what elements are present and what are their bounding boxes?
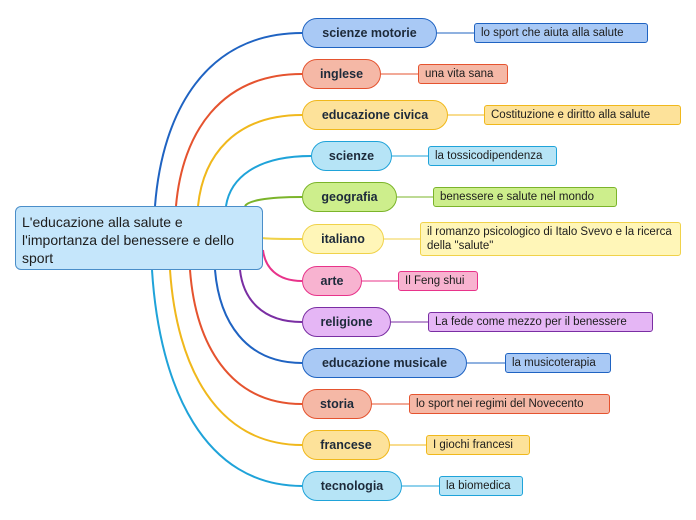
subject-node[interactable]: geografia	[302, 182, 397, 212]
note-node[interactable]: una vita sana	[418, 64, 508, 84]
connector-12	[151, 269, 303, 487]
note-node[interactable]: la biomedica	[439, 476, 523, 496]
note-node[interactable]: la musicoterapia	[505, 353, 611, 373]
note-node[interactable]: La fede come mezzo per il benessere	[428, 312, 653, 332]
note-node[interactable]: la tossicodipendenza	[428, 146, 557, 166]
note-node[interactable]: il romanzo psicologico di Italo Svevo e …	[420, 222, 681, 256]
connector-3	[197, 114, 303, 207]
note-node[interactable]: benessere e salute nel mondo	[433, 187, 617, 207]
note-node[interactable]: Costituzione e diritto alla salute	[484, 105, 681, 125]
connector-2	[175, 73, 303, 207]
subject-node[interactable]: arte	[302, 266, 362, 296]
subject-node[interactable]: educazione civica	[302, 100, 448, 130]
connector-11	[169, 269, 303, 446]
subject-node[interactable]: tecnologia	[302, 471, 402, 501]
note-node[interactable]: lo sport nei regimi del Novecento	[409, 394, 610, 414]
connector-9	[214, 269, 303, 364]
note-node[interactable]: lo sport che aiuta alla salute	[474, 23, 648, 43]
subject-node[interactable]: educazione musicale	[302, 348, 467, 378]
note-node[interactable]: I giochi francesi	[426, 435, 530, 455]
subject-node[interactable]: storia	[302, 389, 372, 419]
note-node[interactable]: Il Feng shui	[398, 271, 478, 291]
connector-8	[239, 269, 303, 323]
connector-1	[154, 32, 303, 207]
subject-node[interactable]: francese	[302, 430, 390, 460]
connector-6	[262, 237, 303, 240]
central-topic[interactable]: L'educazione alla salute e l'importanza …	[15, 206, 263, 270]
connector-5	[244, 196, 303, 207]
connector-4	[225, 155, 312, 207]
subject-node[interactable]: religione	[302, 307, 391, 337]
subject-node[interactable]: italiano	[302, 224, 384, 254]
subject-node[interactable]: scienze	[311, 141, 392, 171]
subject-node[interactable]: inglese	[302, 59, 381, 89]
connector-7	[262, 249, 303, 282]
connector-10	[189, 269, 303, 405]
subject-node[interactable]: scienze motorie	[302, 18, 437, 48]
